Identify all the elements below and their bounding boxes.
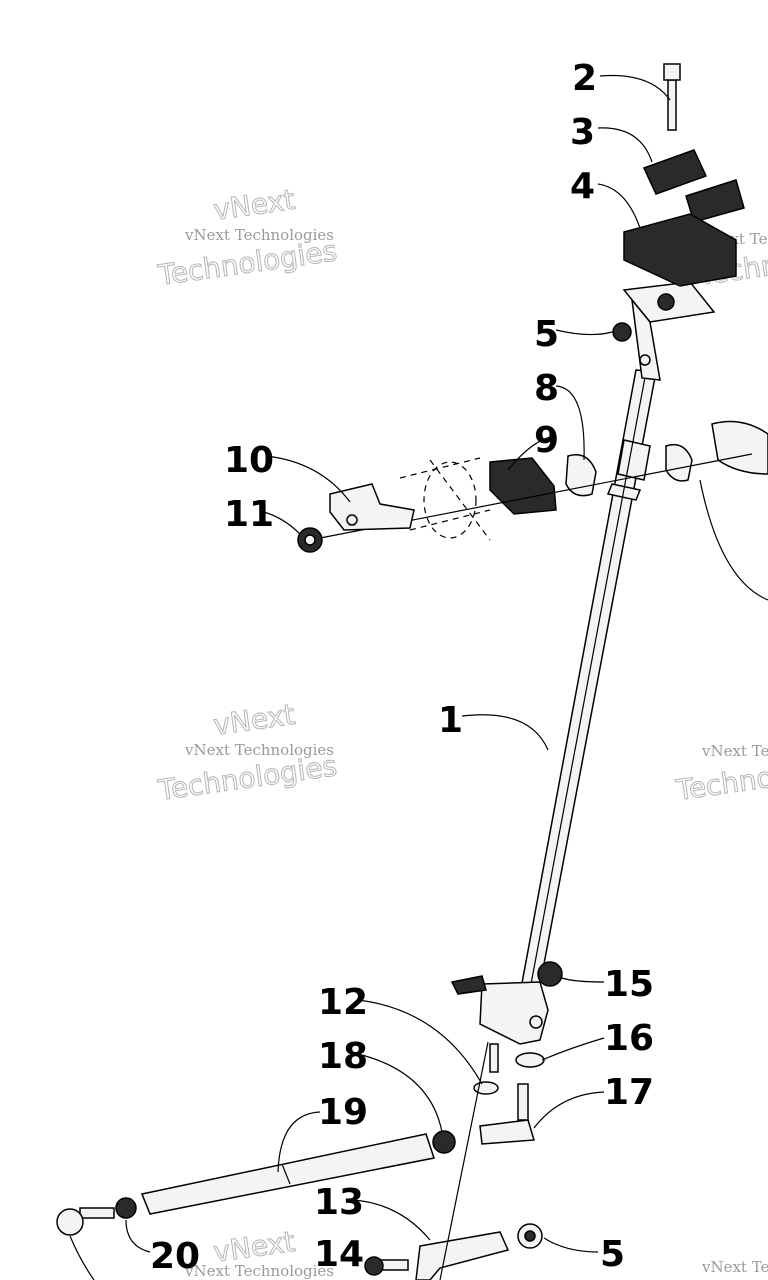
watermark-small-text: vNext Technologies [701, 742, 768, 760]
clip-part-8 [565, 420, 768, 497]
washer-part-12 [473, 1043, 499, 1095]
bracket-part-10 [329, 483, 415, 531]
callout-14: 14 [314, 1234, 364, 1275]
callout-20: 20 [150, 1236, 200, 1277]
nut-part-5-bottom [517, 1223, 543, 1249]
watermark-mid-left: vNext vNext Technologies Technologies [155, 697, 340, 807]
callout-8: 8 [534, 368, 559, 409]
callout-12: 12 [318, 982, 368, 1023]
watermark-top-word: vNext [211, 698, 297, 742]
callout-15: 15 [604, 964, 654, 1005]
watermark-top-word: vNext [211, 183, 297, 227]
callout-18: 18 [318, 1036, 368, 1077]
watermark-mid-right: vNext Technologies Technologies [673, 742, 768, 808]
callout-9: 9 [534, 420, 559, 461]
callout-11: 11 [224, 494, 274, 535]
leader-lines [69, 74, 768, 1280]
watermark-upper-left: vNext vNext Technologies Technologies [155, 182, 340, 292]
callout-5-top: 5 [534, 314, 559, 355]
callout-4: 4 [570, 166, 595, 207]
bolt-part-14 [364, 1256, 409, 1276]
upper-mount-bracket [622, 281, 716, 381]
callout-13: 13 [314, 1182, 364, 1223]
bolt-part-2 [663, 63, 681, 131]
callout-labels: 2 3 4 5 8 9 10 11 1 15 12 16 18 17 19 13… [150, 58, 654, 1277]
tie-rod-part-19 [140, 1133, 435, 1215]
jam-nut-part-18 [432, 1130, 456, 1154]
watermark-small-text: vNext Technologies [701, 1258, 768, 1276]
clamp-block-part-4 [623, 213, 737, 287]
callout-5-bottom: 5 [600, 1234, 625, 1275]
watermark-bottom-right: vNext Technologies [701, 1258, 768, 1276]
watermark-small-text: vNext Technologies [184, 1262, 334, 1280]
callout-3: 3 [570, 112, 595, 153]
tie-rod-end-part-20 [56, 1197, 137, 1236]
watermark-small-text: vNext Technologies [184, 226, 334, 244]
callout-10: 10 [224, 440, 274, 481]
pitman-arm [450, 975, 549, 1045]
callout-16: 16 [604, 1018, 654, 1059]
bushing-block-part-9 [489, 457, 557, 515]
callout-1: 1 [438, 700, 463, 741]
tie-rod-end-part-17 [479, 1083, 535, 1145]
clamp-part-3 [642, 149, 745, 223]
nut-part-15 [537, 961, 563, 987]
callout-2: 2 [572, 58, 597, 99]
watermark-bottom-left: vNext vNext Technologies [184, 1224, 334, 1280]
watermark-small-text: vNext Technologies [184, 741, 334, 759]
callout-19: 19 [318, 1092, 368, 1133]
nut-part-11 [297, 527, 323, 553]
washer-part-16 [515, 1052, 545, 1068]
callout-17: 17 [604, 1072, 654, 1113]
bracket-part-13 [415, 1041, 510, 1280]
nut-part-5-top [612, 322, 632, 342]
